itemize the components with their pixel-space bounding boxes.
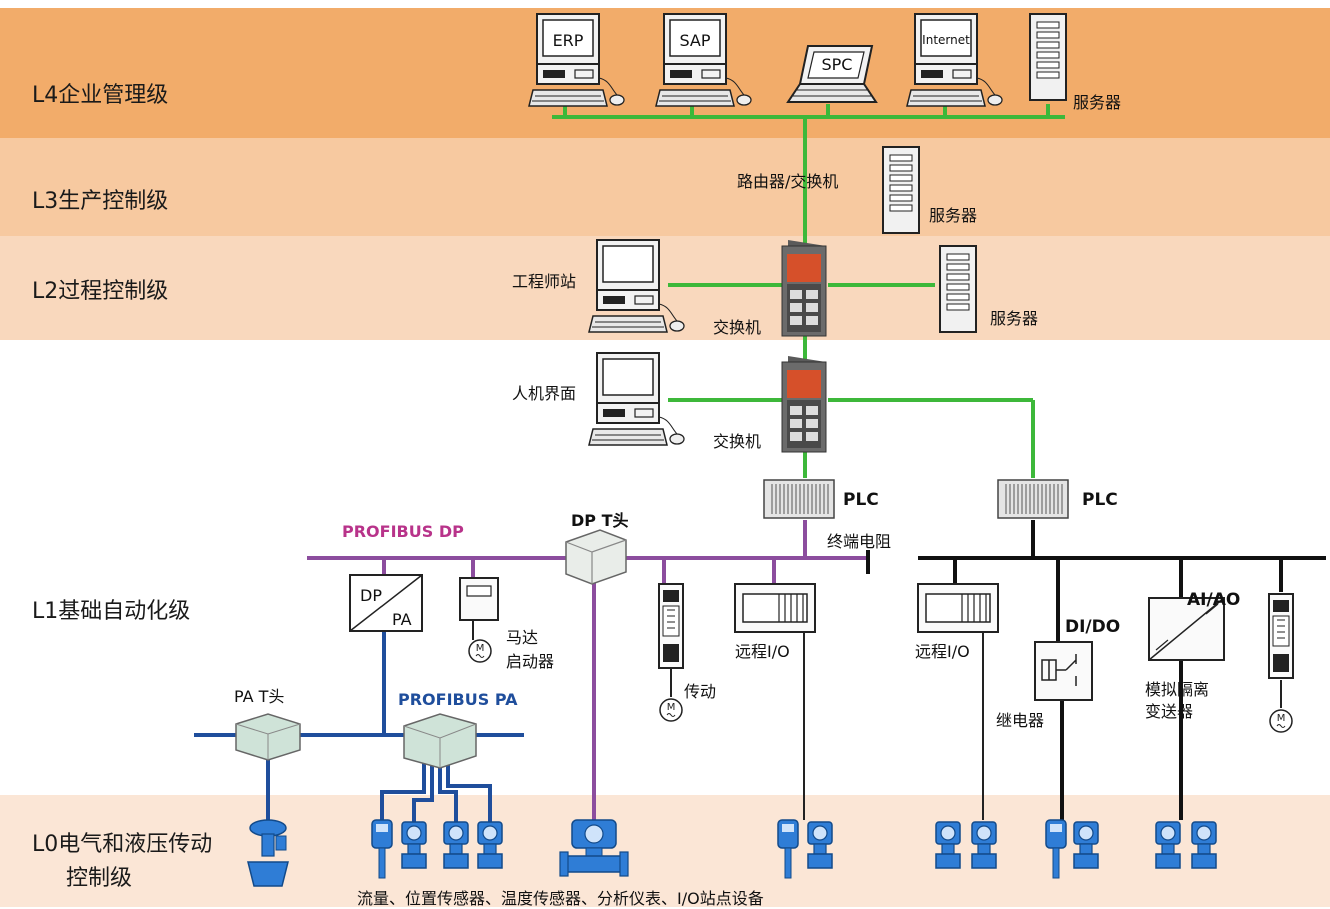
coupler-dp-text: DP	[360, 586, 382, 605]
isolator-label-1: 模拟隔离	[1145, 680, 1210, 699]
erp-screen-label: ERP	[553, 31, 584, 50]
remote-io-1-label: 远程I/O	[735, 642, 790, 661]
sap-screen-label: SAP	[679, 31, 710, 50]
plc-1-label: PLC	[843, 490, 879, 510]
erp-computer: ERP	[528, 13, 625, 107]
server-l2-label: 服务器	[990, 309, 1039, 328]
profibus-dp-label: PROFIBUS DP	[342, 522, 464, 541]
temp-sensor-3	[1045, 819, 1067, 879]
hmi-label: 人机界面	[512, 384, 577, 403]
dido-label: DI/DO	[1065, 617, 1121, 637]
transmitter-2	[443, 821, 469, 869]
sap-computer: SAP	[655, 13, 752, 107]
server-l4	[1029, 13, 1067, 101]
pa-t-head-label: PA T头	[234, 687, 285, 706]
aiao-label: AI/AO	[1187, 590, 1241, 610]
spc-laptop: SPC	[786, 45, 878, 103]
field-wires	[472, 620, 1282, 820]
drive-unit	[658, 583, 684, 722]
level-l3-title: L3生产控制级	[32, 189, 169, 214]
plc-1	[763, 479, 835, 519]
transmitter-9	[1191, 821, 1217, 869]
relay	[1034, 641, 1093, 701]
level-l4-title: L4企业管理级	[32, 83, 169, 108]
level-l0-title-line2: 控制级	[66, 866, 133, 891]
drive-unit-right	[1268, 593, 1294, 733]
drive-label: 传动	[684, 682, 717, 701]
relay-label: 继电器	[996, 711, 1045, 730]
switch-l2-label: 交换机	[713, 318, 762, 337]
transmitter-6	[971, 821, 997, 869]
ethernet-links	[552, 104, 1065, 478]
switch-l1	[781, 355, 827, 453]
server-l4-label: 服务器	[1073, 93, 1122, 112]
transmitter-4	[807, 821, 833, 869]
level-l2-title: L2过程控制级	[32, 279, 169, 304]
remote-io-2-label: 远程I/O	[915, 642, 970, 661]
eng-station-label: 工程师站	[512, 272, 577, 291]
server-l2	[939, 245, 977, 333]
transmitter-7	[1073, 821, 1099, 869]
level-l0-title-line1: L0电气和液压传动	[32, 832, 213, 857]
band-l3	[0, 138, 1330, 236]
band-l0	[0, 795, 1330, 907]
transmitter-5	[935, 821, 961, 869]
transmitter-8	[1155, 821, 1181, 869]
remote-io-1	[734, 583, 816, 633]
motor-starter	[459, 577, 499, 663]
router-label: 路由器/交换机	[737, 172, 839, 191]
remote-io-2	[917, 583, 999, 633]
transmitter-1	[401, 821, 427, 869]
coupler-pa-text: PA	[392, 610, 412, 629]
isolator-label-2: 变送器	[1145, 702, 1194, 721]
pa-t-head	[235, 713, 301, 761]
switch-l2	[781, 239, 827, 337]
dp-pa-coupler: DP PA	[349, 574, 423, 632]
server-l3	[882, 146, 920, 234]
fieldbus-links	[918, 520, 1326, 642]
temp-sensor-2	[777, 819, 799, 879]
bottom-caption: 流量、位置传感器、温度传感器、分析仪表、I/O站点设备	[357, 889, 764, 908]
dp-t-head	[565, 529, 627, 585]
level-l1-title: L1基础自动化级	[32, 599, 191, 624]
profibus-pa-label: PROFIBUS PA	[398, 690, 518, 709]
transmitter-3	[477, 821, 503, 869]
spc-screen-label: SPC	[822, 55, 853, 74]
motor-starter-label-2: 启动器	[506, 652, 555, 671]
field-wires-heavy	[1060, 660, 1183, 820]
pa-distributor	[403, 713, 477, 769]
control-valve	[247, 819, 289, 887]
plc-2	[997, 479, 1069, 519]
motor-starter-label-1: 马达	[506, 628, 539, 647]
switch-l1-label: 交换机	[713, 432, 762, 451]
flow-meter	[559, 819, 629, 877]
plc-2-label: PLC	[1082, 490, 1118, 510]
terminator-label: 终端电阻	[827, 532, 892, 551]
internet-screen-label: Internet	[922, 33, 970, 47]
internet-computer: Internet	[906, 13, 1003, 107]
temp-sensor-1	[371, 819, 393, 879]
dp-t-head-label: DP T头	[571, 511, 629, 530]
isolator	[1148, 597, 1225, 661]
server-l3-label: 服务器	[929, 206, 978, 225]
